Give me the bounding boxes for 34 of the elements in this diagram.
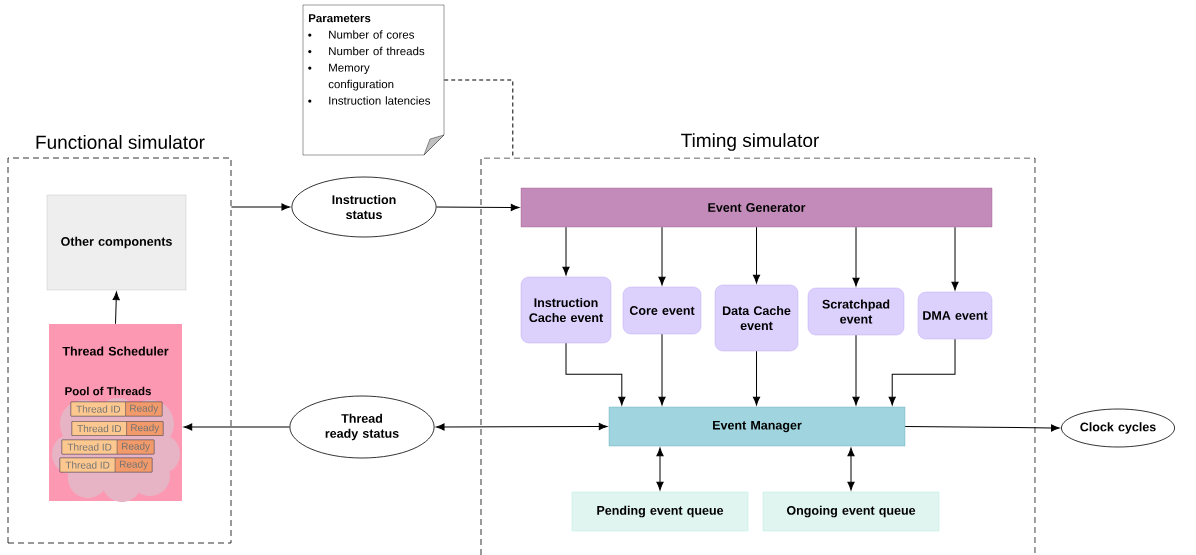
component-box: Other components — [46, 194, 187, 291]
event-box: DMA event — [917, 291, 993, 340]
arrow — [888, 338, 956, 406]
generator-bar: Event Generator — [520, 187, 993, 228]
arrow — [904, 424, 1060, 432]
arrow — [658, 226, 666, 286]
thread-entry: Thread ID Ready — [71, 421, 164, 436]
event-box: Data Cache event — [714, 284, 799, 352]
arrow — [752, 350, 761, 406]
arrow — [435, 422, 608, 431]
queue-box: Ongoing event queue — [762, 491, 940, 532]
arrow — [852, 334, 860, 406]
event-box: Scratchpad event — [807, 287, 905, 336]
arrow — [951, 226, 959, 291]
arrow — [565, 342, 626, 406]
node-label: Functional simulator — [36, 135, 205, 149]
thread-entry: Thread ID Ready — [59, 457, 153, 473]
arrow — [852, 226, 860, 287]
arrow — [230, 203, 291, 211]
queue-box: Pending event queue — [571, 491, 749, 532]
event-box: Core event — [622, 286, 702, 335]
thread-entry: Thread ID Ready — [61, 439, 155, 455]
arrow — [436, 203, 520, 212]
arrow — [658, 333, 666, 406]
arrow — [562, 226, 570, 276]
arrow — [183, 423, 290, 431]
arrow — [847, 447, 855, 491]
thread-entry: Thread ID Ready — [70, 401, 163, 417]
arrow — [112, 291, 120, 325]
manager-bar: Event Manager — [608, 406, 906, 447]
note-sheet: Parameters Number of cores Number of threads Memory configuration Instruction latencies — [302, 4, 445, 156]
event-box: Instruction Cache event — [520, 276, 612, 344]
arrow — [752, 226, 761, 284]
arrow — [656, 447, 664, 491]
